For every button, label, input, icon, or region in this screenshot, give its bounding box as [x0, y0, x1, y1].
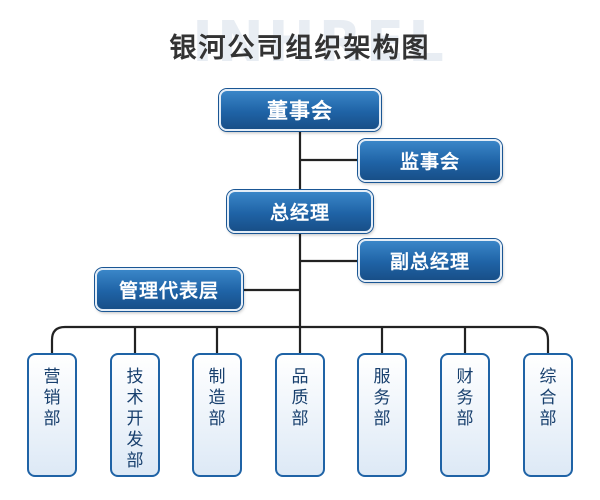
dept-label: 服务部 — [373, 367, 391, 429]
dept-label: 制造部 — [208, 367, 226, 429]
dept-node: 制造部 — [192, 353, 242, 477]
node-deputy-gm: 副总经理 — [358, 239, 502, 282]
dept-node: 服务部 — [357, 353, 407, 477]
node-supervisors: 监事会 — [358, 139, 502, 182]
node-board-label: 董事会 — [267, 99, 333, 123]
node-supervisors-label: 监事会 — [399, 151, 460, 173]
watermark-text: INHREL — [192, 10, 448, 75]
dept-node: 技术开发部 — [110, 353, 160, 477]
node-gm-label: 总经理 — [269, 202, 330, 224]
dept-node: 财务部 — [440, 353, 490, 477]
node-deputy-gm-label: 副总经理 — [389, 251, 470, 273]
node-board: 董事会 — [219, 89, 381, 131]
dept-node: 品质部 — [275, 353, 325, 477]
dept-label: 品质部 — [291, 367, 309, 429]
chart-title: 银河公司组织架构图 — [169, 33, 431, 64]
dept-label: 综合部 — [539, 367, 557, 429]
node-mgmt-rep-label: 管理代表层 — [118, 280, 219, 302]
node-gm: 总经理 — [227, 190, 373, 233]
node-mgmt-rep: 管理代表层 — [95, 268, 243, 311]
dept-bus-line — [50, 325, 550, 353]
dept-node: 综合部 — [523, 353, 573, 477]
dept-label: 技术开发部 — [126, 367, 144, 471]
dept-label: 营销部 — [43, 367, 61, 429]
dept-node: 营销部 — [27, 353, 77, 477]
dept-label: 财务部 — [456, 367, 474, 429]
